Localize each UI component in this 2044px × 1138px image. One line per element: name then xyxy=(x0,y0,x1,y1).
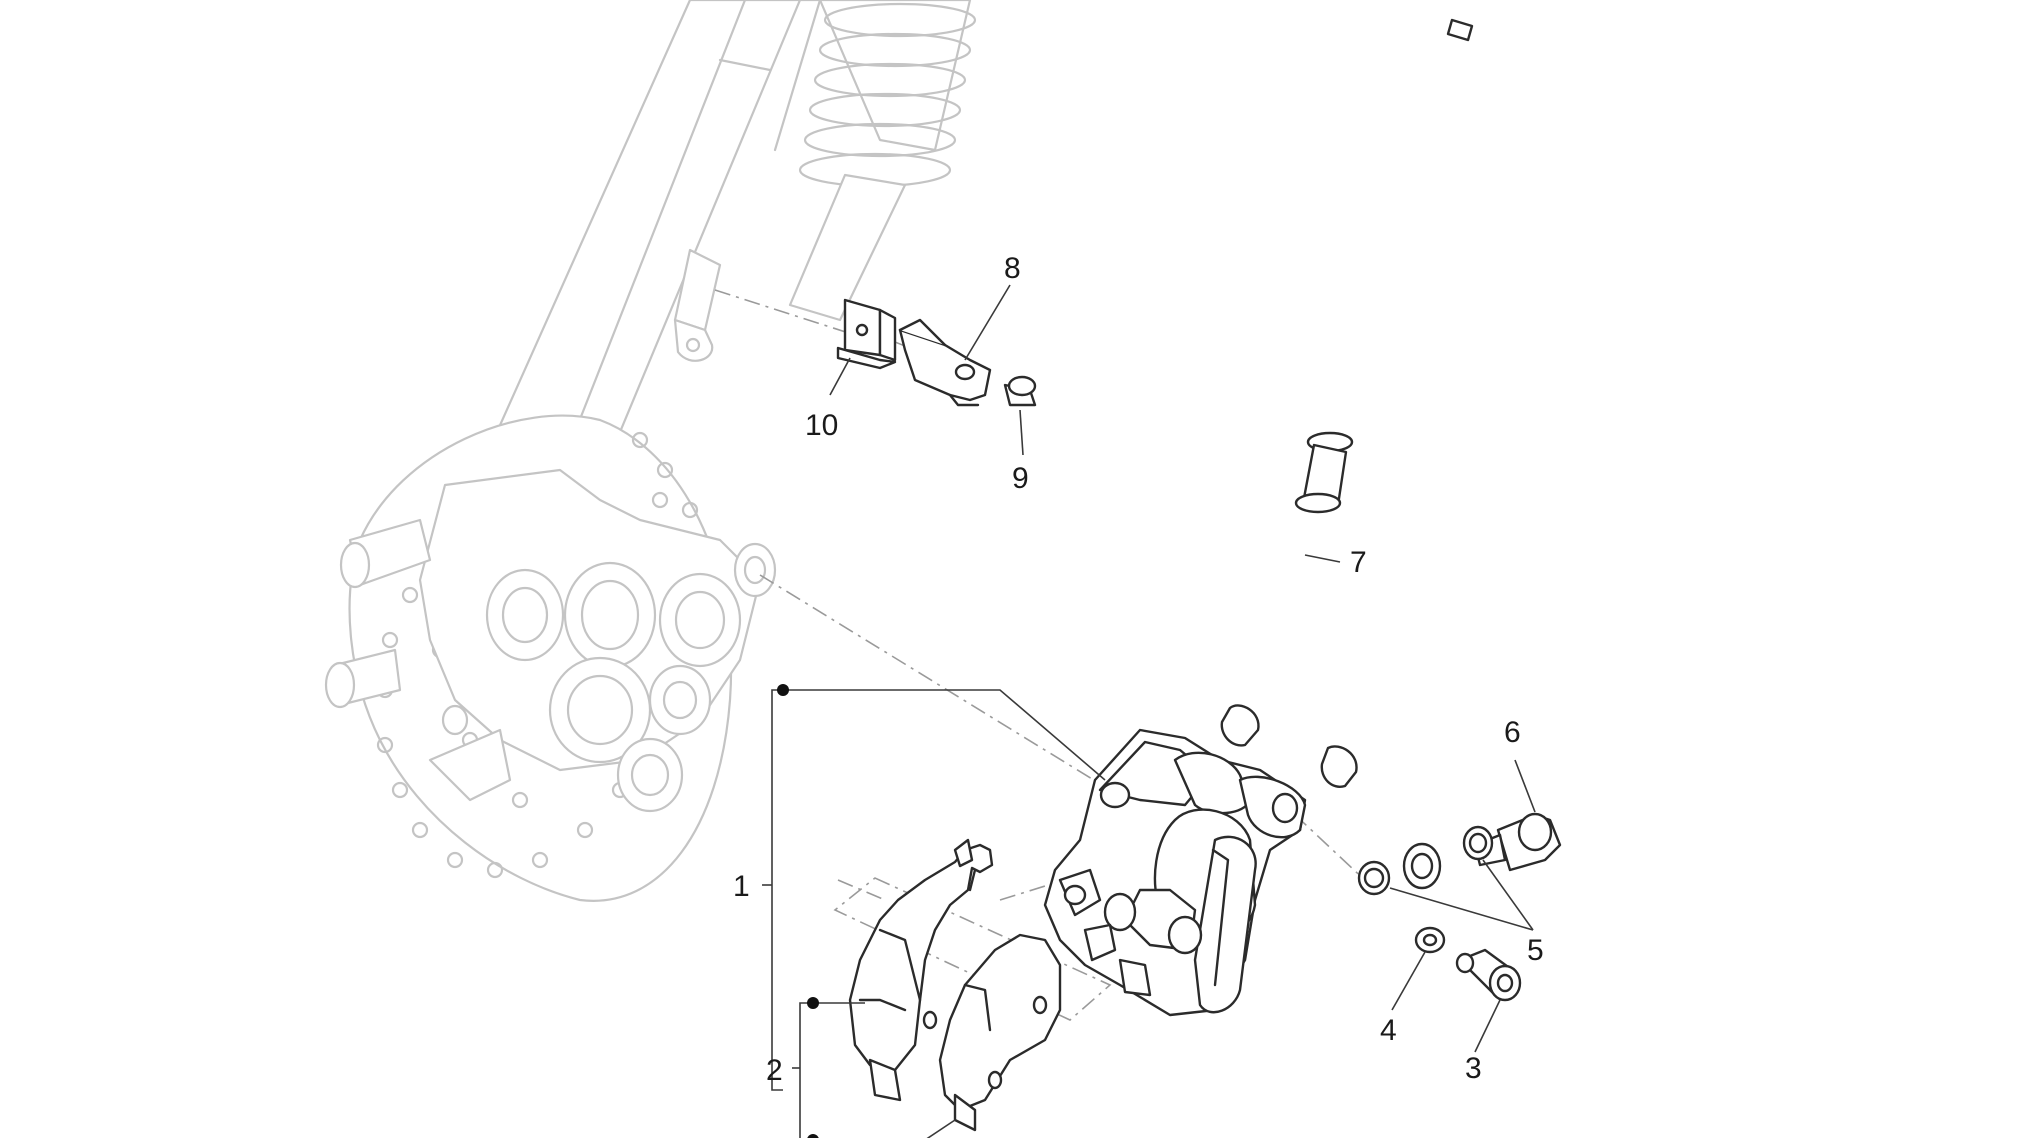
assembly-axis-lines xyxy=(714,289,1371,1021)
caliper-bolt xyxy=(1455,948,1522,1002)
fork-tube-ghost xyxy=(478,0,802,482)
leader-lines xyxy=(762,284,1536,1138)
callout-8: 8 xyxy=(1004,252,1021,285)
banjo-bolt xyxy=(1473,812,1562,872)
banjo-washers xyxy=(1357,825,1494,896)
brake-pad-inner xyxy=(938,933,1062,1132)
bullet-dot xyxy=(807,997,819,1009)
leader-dots xyxy=(777,684,819,1138)
callout-labels: 1 2 3 4 5 6 7 8 9 10 xyxy=(733,252,1544,1087)
callout-6: 6 xyxy=(1504,716,1521,749)
bullet-dot xyxy=(807,1134,819,1138)
callout-5: 5 xyxy=(1527,934,1544,967)
callout-1: 1 xyxy=(733,870,750,903)
callout-3: 3 xyxy=(1465,1052,1482,1085)
bullet-dot xyxy=(777,684,789,696)
callout-10: 10 xyxy=(805,409,838,442)
hose-clip xyxy=(836,298,897,370)
hose-bracket xyxy=(898,318,992,407)
caliper-mount-ghost xyxy=(324,468,777,813)
fork-mount-tab-ghost xyxy=(673,248,722,362)
callout-9: 9 xyxy=(1012,462,1029,495)
banjo-fitting xyxy=(1402,842,1442,890)
bolt-washer xyxy=(1414,926,1446,954)
shock-spring-ghost xyxy=(773,0,977,322)
callout-2: 2 xyxy=(766,1054,783,1087)
brake-pad-outer xyxy=(848,838,994,1102)
callout-7: 7 xyxy=(1350,546,1367,579)
brake-caliper xyxy=(1043,728,1307,1017)
brake-hose xyxy=(1204,18,1474,873)
bracket-screw xyxy=(1003,375,1037,407)
callout-4: 4 xyxy=(1380,1014,1397,1047)
